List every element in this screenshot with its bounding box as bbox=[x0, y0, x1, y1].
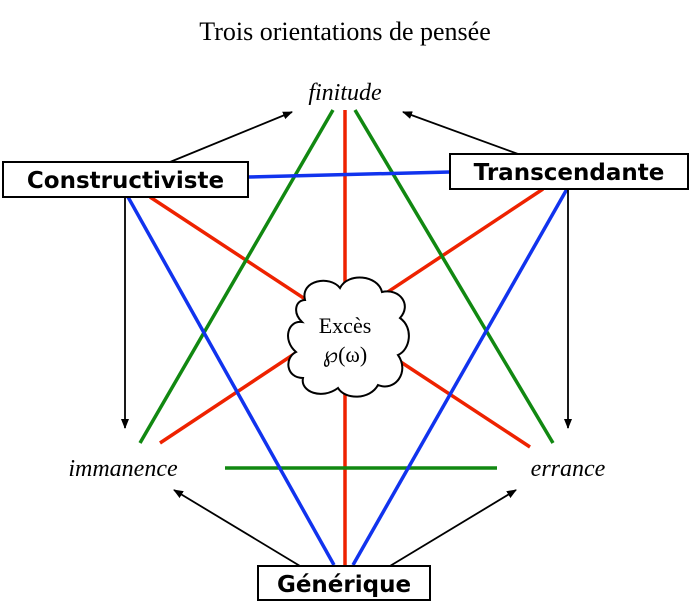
transcendante-box bbox=[449, 153, 689, 190]
cloud-shape bbox=[287, 276, 410, 398]
arrow-generique-errance bbox=[389, 489, 517, 567]
label-generique: Générique bbox=[277, 572, 411, 598]
generique-box bbox=[257, 565, 431, 601]
blue-line-transcendante-generique bbox=[351, 188, 569, 566]
label-constructiviste: Constructiviste bbox=[27, 168, 224, 194]
center-label-exces: Excès bbox=[319, 313, 372, 338]
green-line-finitude-immanence bbox=[138, 109, 335, 444]
arrow-generique-immanence bbox=[173, 489, 301, 567]
center-label-powerset: ℘(ω) bbox=[323, 342, 367, 367]
blue-line-constructiviste-generique bbox=[126, 196, 336, 566]
green-line-finitude-errance bbox=[353, 109, 555, 444]
blue-line-constructiviste-transcendante bbox=[247, 170, 451, 179]
arrow-constructiviste-finitude bbox=[169, 111, 293, 163]
label-finitude: finitude bbox=[308, 80, 382, 106]
arrow-transcendante-finitude bbox=[402, 111, 519, 155]
diagram-title: Trois orientations de pensée bbox=[199, 17, 491, 46]
label-transcendante: Transcendante bbox=[474, 160, 665, 186]
label-immanence: immanence bbox=[68, 456, 178, 482]
constructiviste-box bbox=[2, 161, 249, 198]
label-errance: errance bbox=[531, 456, 606, 482]
